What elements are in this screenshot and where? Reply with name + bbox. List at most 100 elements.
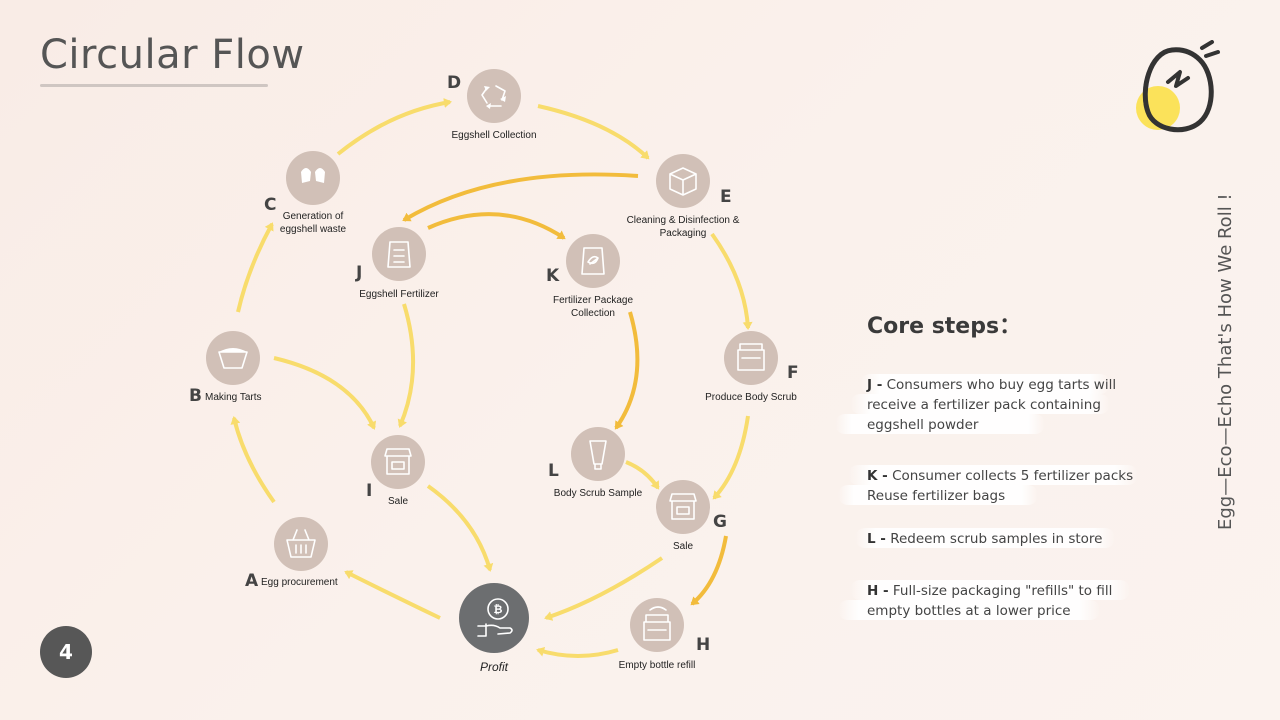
- node-e: E Cleaning & Disinfection & Packaging: [627, 154, 740, 239]
- fertilizer-bag-icon: [387, 241, 411, 268]
- node-d-letter: D: [447, 73, 461, 93]
- arrow-k-l: [614, 311, 640, 430]
- core-step-j-line-1: Consumers who buy egg tarts will: [886, 377, 1117, 393]
- tube-icon: [589, 440, 607, 470]
- core-step-h-line-1: Full-size packaging "refills" to fill: [892, 583, 1113, 599]
- node-j: J Eggshell Fertilizer: [355, 227, 439, 300]
- arrow-l-g: [625, 460, 660, 490]
- side-tagline: Egg—Eco—Echo That's How We Roll !: [1215, 193, 1236, 530]
- core-step-h-key: H -: [867, 583, 889, 599]
- node-b-letter: B: [189, 386, 202, 406]
- jar-icon: [737, 343, 765, 371]
- core-step-k-line-2: Reuse fertilizer bags: [867, 488, 1006, 504]
- core-step-l-key: L -: [867, 531, 886, 547]
- arrow-g-profit: [544, 556, 664, 621]
- node-c-label-2: eggshell waste: [280, 224, 347, 235]
- refill-jar-icon: [643, 606, 671, 641]
- node-c: C Generation of eggshell waste: [264, 151, 347, 235]
- highlight-bar: [850, 580, 1130, 600]
- shop-icon: [384, 448, 412, 475]
- node-b-label-1: Making Tarts: [205, 392, 262, 403]
- arrow-f-g: [712, 415, 750, 500]
- node-i-letter: I: [366, 481, 372, 501]
- package-icon: [581, 247, 605, 275]
- arrow-b-c: [236, 222, 274, 313]
- node-j-letter: J: [355, 263, 362, 283]
- highlight-bar: [860, 374, 1110, 394]
- node-a-letter: A: [245, 571, 259, 591]
- tart-icon: [218, 348, 248, 369]
- core-step-j-key: J -: [867, 377, 883, 393]
- node-c-label-1: Generation of: [283, 211, 344, 222]
- shop-icon: [669, 493, 697, 520]
- node-e-label-1: Cleaning & Disinfection &: [627, 215, 740, 226]
- arrow-i-profit: [426, 484, 494, 572]
- node-k-letter: K: [546, 266, 560, 286]
- node-g: G Sale: [656, 480, 727, 552]
- node-g-letter: G: [713, 512, 727, 532]
- node-h-letter: H: [696, 635, 710, 655]
- page-title: Circular Flow: [40, 32, 305, 78]
- flow-arrows: [230, 98, 753, 658]
- arrow-e-j: [402, 172, 639, 222]
- node-f: F Produce Body Scrub: [705, 331, 799, 403]
- node-e-letter: E: [720, 187, 732, 207]
- node-d-label-1: Eggshell Collection: [451, 130, 536, 141]
- node-profit-label: Profit: [480, 660, 509, 674]
- arrow-e-f: [710, 232, 753, 330]
- node-l: L Body Scrub Sample: [548, 427, 643, 499]
- core-step-h: H - Full-size packaging "refills" to fil…: [867, 581, 1147, 621]
- highlight-bar: [838, 600, 1100, 620]
- node-h: H Empty bottle refill: [619, 598, 710, 671]
- eggshell-icon: [301, 168, 325, 183]
- highlight-bar: [848, 465, 1138, 485]
- recycle-icon: [481, 85, 506, 109]
- coin-hand-icon: ₿: [477, 598, 513, 637]
- core-step-j-line-3: eggshell powder: [867, 417, 979, 433]
- core-step-k: K - Consumer collects 5 fertilizer packs…: [867, 466, 1147, 506]
- core-step-j: J - Consumers who buy egg tarts will rec…: [867, 375, 1147, 435]
- node-profit: ₿ Profit: [459, 583, 529, 674]
- node-a-label-1: Egg procurement: [261, 577, 338, 588]
- node-f-letter: F: [787, 363, 799, 383]
- node-l-label-1: Body Scrub Sample: [554, 488, 643, 499]
- egg-logo-icon: [1136, 40, 1220, 133]
- node-e-label-2: Packaging: [660, 228, 707, 239]
- node-f-label-1: Produce Body Scrub: [705, 392, 797, 403]
- node-d: D Eggshell Collection: [447, 69, 537, 141]
- core-step-j-line-2: receive a fertilizer pack containing: [867, 397, 1101, 413]
- core-step-h-line-2: empty bottles at a lower price: [867, 603, 1071, 619]
- core-step-k-line-1: Consumer collects 5 fertilizer packs: [892, 468, 1134, 484]
- highlight-bar: [835, 414, 1045, 434]
- arrow-j-i: [397, 303, 416, 428]
- core-step-k-key: K -: [867, 468, 888, 484]
- highlight-bar: [838, 485, 1038, 505]
- arrow-c-d: [336, 98, 452, 156]
- node-c-letter: C: [264, 195, 276, 215]
- node-k-label-2: Collection: [571, 308, 615, 319]
- arrow-h-profit: [536, 646, 619, 658]
- node-j-label-1: Eggshell Fertilizer: [359, 289, 439, 300]
- arrow-b-i: [273, 356, 377, 430]
- arrow-a-b: [230, 416, 276, 504]
- node-g-label-1: Sale: [673, 541, 693, 552]
- box-icon: [669, 167, 697, 196]
- highlight-bar: [855, 528, 1115, 548]
- node-l-letter: L: [548, 461, 559, 481]
- node-h-label-1: Empty bottle refill: [619, 660, 696, 671]
- basket-icon: [286, 529, 316, 558]
- arrow-d-e: [537, 104, 650, 160]
- node-k-label-1: Fertilizer Package: [553, 295, 633, 306]
- node-a: A Egg procurement: [245, 517, 338, 591]
- highlight-bar: [850, 394, 1110, 414]
- arrow-profit-a: [344, 570, 441, 620]
- node-b: B Making Tarts: [189, 331, 262, 406]
- node-i-label-1: Sale: [388, 496, 408, 507]
- node-i: I Sale: [366, 435, 425, 507]
- node-k: K Fertilizer Package Collection: [546, 234, 633, 319]
- core-steps-title: Core steps：: [867, 314, 1022, 339]
- page-number: 4: [40, 626, 92, 678]
- svg-text:₿: ₿: [494, 603, 503, 616]
- arrow-g-h: [690, 535, 728, 606]
